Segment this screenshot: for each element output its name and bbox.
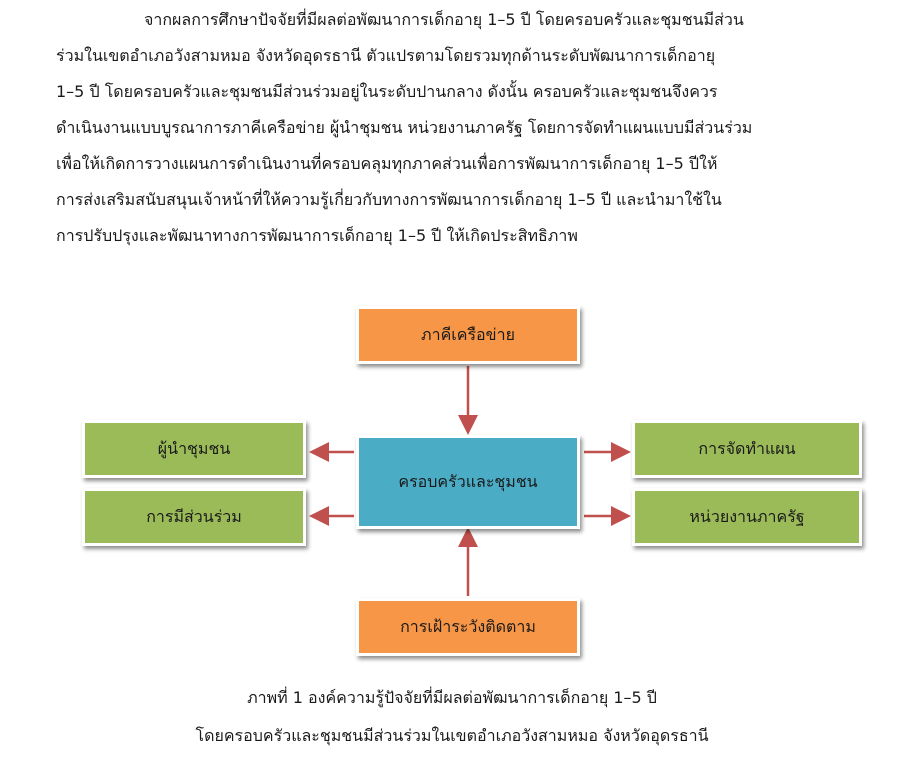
paragraph-line: การปรับปรุงและพัฒนาทางการพัฒนาการเด็กอาย… xyxy=(56,226,578,245)
node-surveillance: การเฝ้าระวังติดตาม xyxy=(356,598,580,656)
node-label: การมีส่วนร่วม xyxy=(146,506,242,526)
figure-caption-line1: ภาพที่ 1 องค์ความรู้ปัจจัยที่มีผลต่อพัฒน… xyxy=(247,688,657,707)
node-planning: การจัดทำแผน xyxy=(632,420,862,478)
node-government-agencies: หน่วยงานภาครัฐ xyxy=(632,488,862,546)
paragraph-line: ร่วมในเขตอำเภอวังสามหมอ จังหวัดอุดรธานี … xyxy=(56,46,716,65)
paragraph-line: จากผลการศึกษาปัจจัยที่มีผลต่อพัฒนาการเด็… xyxy=(144,10,744,29)
node-label: หน่วยงานภาครัฐ xyxy=(689,506,805,526)
node-label: ผู้นำชุมชน xyxy=(157,438,231,458)
node-label: ครอบครัวและชุมชน xyxy=(398,471,538,491)
paragraph-line: เพื่อให้เกิดการวางแผนการดำเนินงานที่ครอบ… xyxy=(56,154,718,173)
node-network-partners: ภาคีเครือข่าย xyxy=(356,306,580,364)
node-community-leaders: ผู้นำชุมชน xyxy=(82,420,306,478)
node-label: ภาคีเครือข่าย xyxy=(421,324,515,344)
figure-caption-line2: โดยครอบครัวและชุมชนมีส่วนร่วมในเขตอำเภอว… xyxy=(195,726,709,745)
node-label: การเฝ้าระวังติดตาม xyxy=(400,616,536,636)
paragraph-line: ดำเนินงานแบบบูรณาการภาคีเครือข่าย ผู้นำช… xyxy=(56,118,753,137)
node-label: การจัดทำแผน xyxy=(698,438,796,458)
paragraph-line: การส่งเสริมสนับสนุนเจ้าหน้าที่ให้ความรู้… xyxy=(56,190,722,209)
node-participation: การมีส่วนร่วม xyxy=(82,488,306,546)
node-family-community: ครอบครัวและชุมชน xyxy=(356,435,580,529)
paragraph-line: 1–5 ปี โดยครอบครัวและชุมชนมีส่วนร่วมอยู่… xyxy=(56,82,718,101)
